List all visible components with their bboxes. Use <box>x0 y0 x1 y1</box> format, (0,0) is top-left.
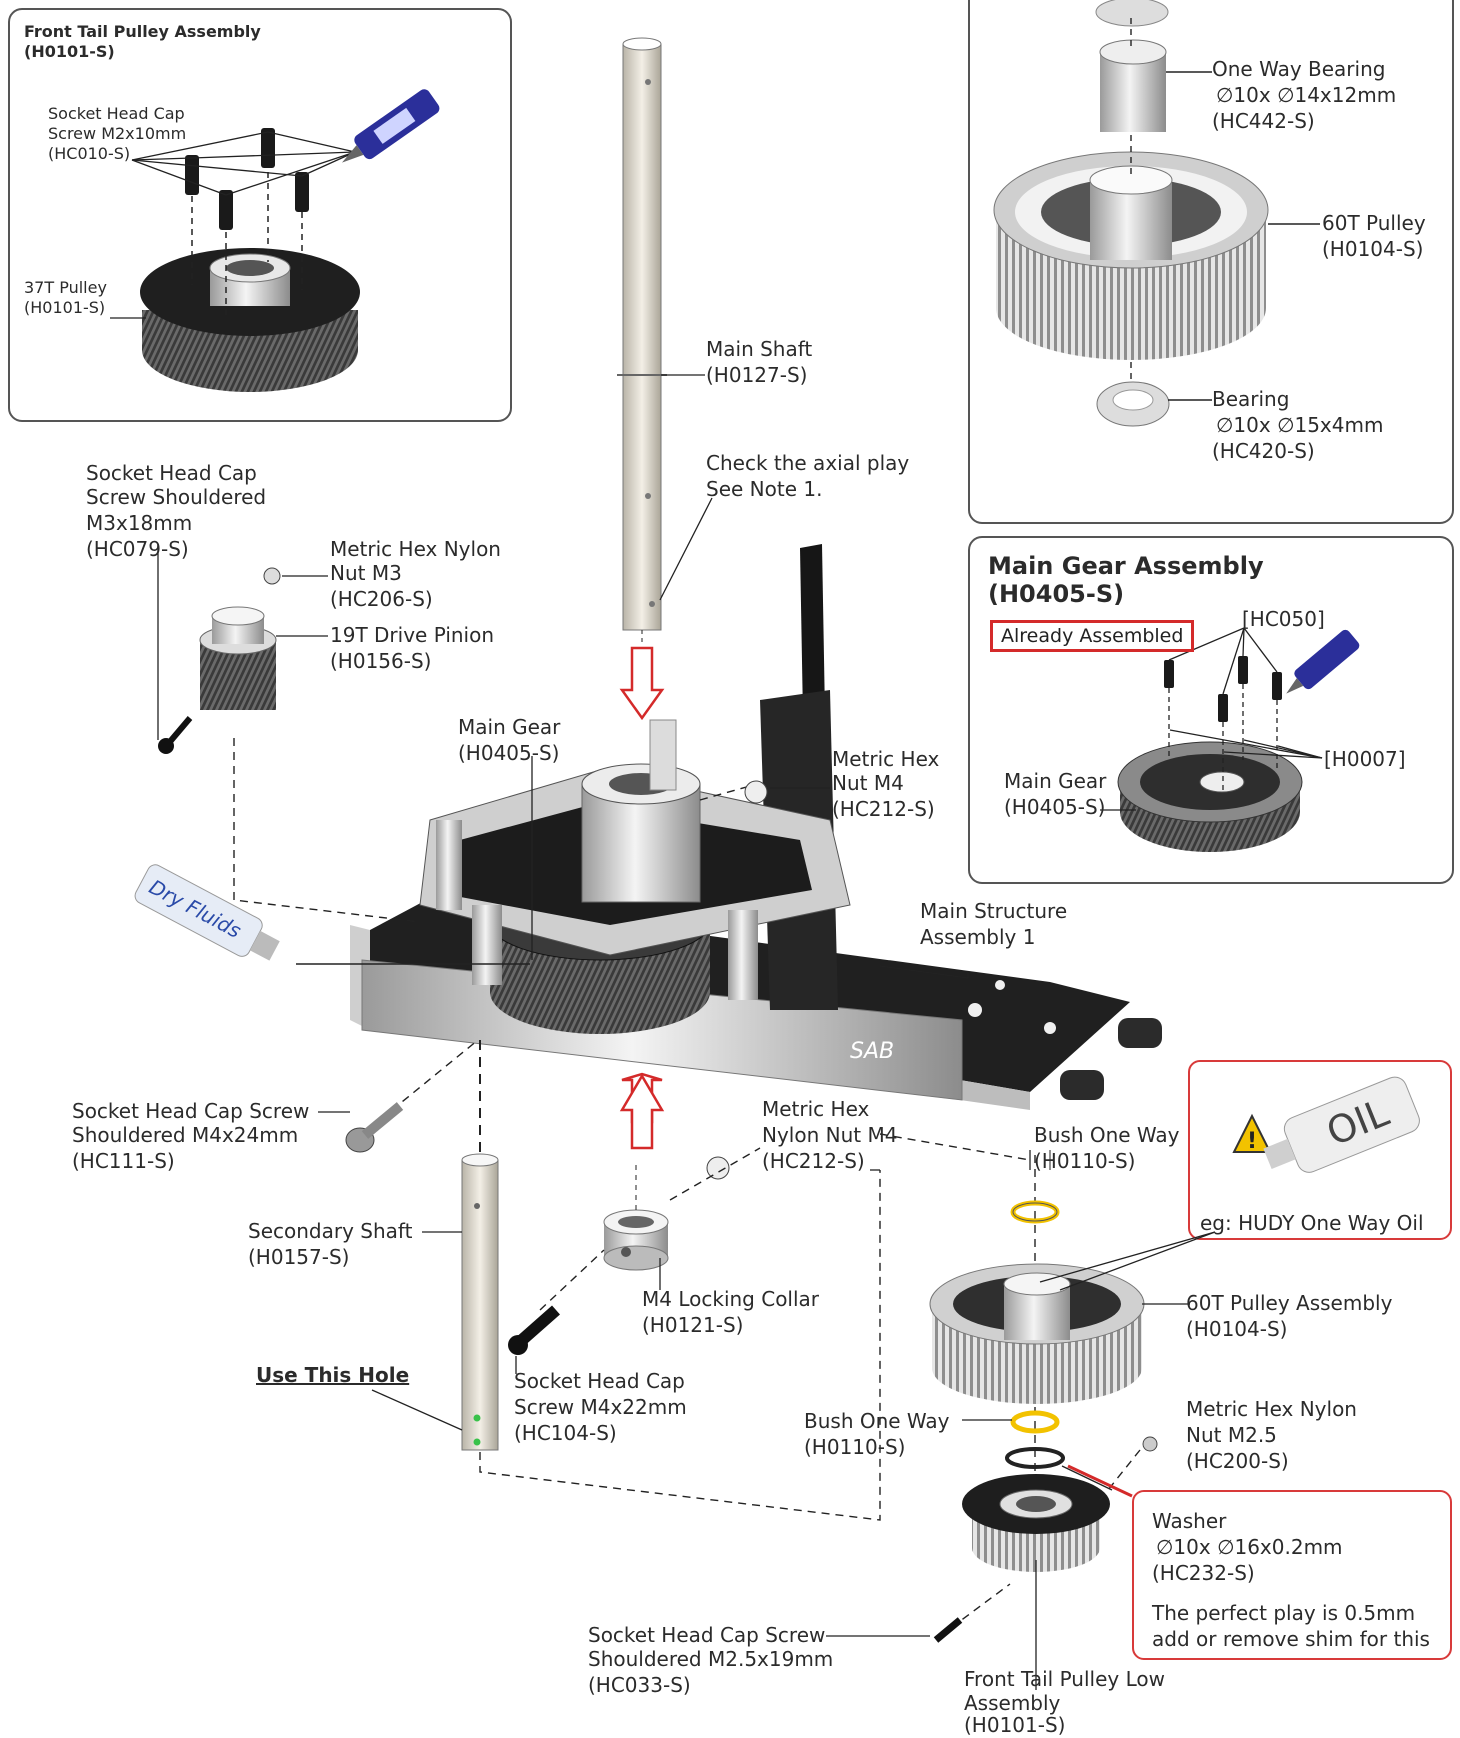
nut-m25-label-2: Nut M2.5 <box>1186 1423 1277 1447</box>
pulley-60t-inset-drawing <box>993 0 1320 427</box>
main-shaft-drawing <box>617 37 667 721</box>
screw-m25-label-3: (HC033-S) <box>588 1673 691 1697</box>
nut-m4-label-3: (HC212-S) <box>832 797 935 821</box>
use-this-hole-label: Use This Hole <box>256 1363 410 1387</box>
already-assembled-badge: Already Assembled <box>990 620 1195 652</box>
nut-m3-label-1: Metric Hex Nylon <box>330 537 501 561</box>
bearing-label-1: Bearing <box>1212 387 1290 411</box>
gear-inset-title: Main Gear Assembly <box>988 552 1264 580</box>
tail-low-label-3: (H0101-S) <box>964 1713 1066 1737</box>
pinion-drawing <box>157 544 751 923</box>
washer-label-1: Washer <box>1152 1509 1227 1533</box>
nut-m4-label-1: Metric Hex <box>832 747 940 771</box>
tail-inset-code: (H0101-S) <box>24 42 115 61</box>
structure-label-2: Assembly 1 <box>920 925 1036 949</box>
tail-pulley-label-1: 37T Pulley <box>24 278 107 297</box>
main-gear-label-1: Main Gear <box>458 715 561 739</box>
tail-screw-label-2: Screw M2x10mm <box>48 124 187 143</box>
nylon-m4-label-1: Metric Hex <box>762 1097 870 1121</box>
oneway-label-1: One Way Bearing <box>1212 57 1386 81</box>
shoulder-m3-label-4: (HC079-S) <box>86 537 189 561</box>
locking-collar-drawing <box>508 1147 761 1374</box>
nylon-m4-label-3: (HC212-S) <box>762 1149 865 1173</box>
nut-m3-label-3: (HC206-S) <box>330 587 433 611</box>
shoulder-screw-m4-drawing <box>318 1039 479 1153</box>
svg-text:!: ! <box>1247 1129 1257 1154</box>
oil-bottle-icon: ! OIL <box>1232 1076 1420 1173</box>
sab-logo: SAB <box>850 1039 894 1064</box>
h0007-label: [H0007] <box>1324 747 1406 771</box>
main-gear-inset-drawing <box>1100 627 1360 852</box>
main-structure-drawing: SAB <box>350 544 1162 1150</box>
washer-label-3: (HC232-S) <box>1152 1561 1255 1585</box>
shoulder-m3-label-3: M3x18mm <box>86 511 193 535</box>
washer-note-1: The perfect play is 0.5mm <box>1152 1601 1416 1625</box>
pinion-label-2: (H0156-S) <box>330 649 432 673</box>
gear-inset-code: (H0405-S) <box>988 580 1125 608</box>
right-stack-drawing <box>826 1133 1216 1690</box>
washer-note-box <box>1132 1490 1452 1660</box>
main-shaft-label-1: Main Shaft <box>706 337 813 361</box>
axial-play-label-1: Check the axial play <box>706 451 910 475</box>
tail-inset-title: Front Tail Pulley Assembly <box>24 22 261 41</box>
tail-screw-label-1: Socket Head Cap <box>48 104 185 123</box>
screw-m4-label-3: (HC104-S) <box>514 1421 617 1445</box>
shoulder-m4-label-1: Socket Head Cap Screw <box>72 1099 310 1123</box>
shoulder-m3-label-2: Screw Shouldered <box>86 485 267 509</box>
tail-pulley-inset-drawing <box>110 89 440 392</box>
tail-pulley-label-2: (H0101-S) <box>24 298 106 317</box>
bush-top-label-1: Bush One Way <box>1034 1123 1180 1147</box>
pulley60-label-2: (H0104-S) <box>1322 237 1424 261</box>
shoulder-m4-label-3: (HC111-S) <box>72 1149 175 1173</box>
nylon-m4-label-2: Nylon Nut M4 <box>762 1123 898 1147</box>
collar-label-1: M4 Locking Collar <box>642 1287 820 1311</box>
nut-m4-label-2: Nut M4 <box>832 771 904 795</box>
pinion-label-1: 19T Drive Pinion <box>330 623 495 647</box>
nut-m25-label-1: Metric Hex Nylon <box>1186 1397 1357 1421</box>
oil-note: eg: HUDY One Way Oil <box>1200 1211 1424 1235</box>
main-gear-label-2: (H0405-S) <box>458 741 560 765</box>
secondary-shaft-drawing <box>371 1040 881 1521</box>
screw-m4-label-2: Screw M4x22mm <box>514 1395 687 1419</box>
washer-label-2: ∅10x ∅16x0.2mm <box>1156 1535 1343 1559</box>
washer-note-2: add or remove shim for this <box>1152 1627 1430 1651</box>
screw-m4-label-1: Socket Head Cap <box>514 1369 685 1393</box>
inset-main-gear-label-2: (H0405-S) <box>1004 795 1106 819</box>
bearing-label-3: (HC420-S) <box>1212 439 1315 463</box>
bush-bottom-label-1: Bush One Way <box>804 1409 950 1433</box>
pulley-asm-label-1: 60T Pulley Assembly <box>1186 1291 1393 1315</box>
inset-main-gear-label-1: Main Gear <box>1004 769 1107 793</box>
structure-label-1: Main Structure <box>920 899 1068 923</box>
hc050-label: [HC050] <box>1242 607 1325 631</box>
tail-low-label-2: Assembly <box>964 1691 1061 1715</box>
nut-m3-label-2: Nut M3 <box>330 561 402 585</box>
bush-top-label-2: (H0110-S) <box>1034 1149 1136 1173</box>
pulley-asm-label-2: (H0104-S) <box>1186 1317 1288 1341</box>
pulley60-label-1: 60T Pulley <box>1322 211 1426 235</box>
bearing-label-2: ∅10x ∅15x4mm <box>1216 413 1384 437</box>
bush-bottom-label-2: (H0110-S) <box>804 1435 906 1459</box>
tail-low-label-1: Front Tail Pulley Low <box>964 1667 1165 1691</box>
oneway-label-3: (HC442-S) <box>1212 109 1315 133</box>
collar-label-2: (H0121-S) <box>642 1313 744 1337</box>
screw-m25-label-2: Shouldered M2.5x19mm <box>588 1647 834 1671</box>
oneway-label-2: ∅10x ∅14x12mm <box>1216 83 1397 107</box>
screw-m25-label-1: Socket Head Cap Screw <box>588 1623 826 1647</box>
nut-m25-label-3: (HC200-S) <box>1186 1449 1289 1473</box>
shoulder-m4-label-2: Shouldered M4x24mm <box>72 1123 299 1147</box>
dry-fluids-tube: Dry Fluids <box>134 864 280 961</box>
axial-play-label-2: See Note 1. <box>706 477 823 501</box>
tail-screw-label-3: (HC010-S) <box>48 144 131 163</box>
shoulder-m3-label-1: Socket Head Cap <box>86 461 257 485</box>
main-shaft-label-2: (H0127-S) <box>706 363 808 387</box>
secondary-label-2: (H0157-S) <box>248 1245 350 1269</box>
secondary-label-1: Secondary Shaft <box>248 1219 413 1243</box>
